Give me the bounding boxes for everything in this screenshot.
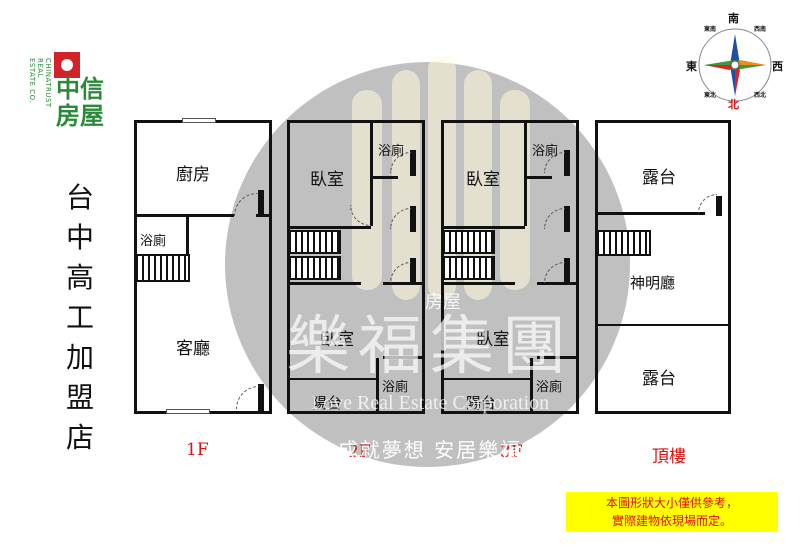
wall — [441, 378, 531, 380]
room-living: 客廳 — [176, 339, 210, 359]
wall — [524, 120, 527, 226]
compass-west: 西 — [772, 60, 783, 73]
wall — [595, 324, 731, 326]
room-bedroom: 臥室 — [310, 170, 344, 190]
wall — [537, 356, 579, 359]
disclaimer-notice: 本圖形狀大小僅供參考， 實際建物依現場而定。 — [566, 492, 778, 532]
brand-logo-icon — [54, 52, 80, 78]
window — [182, 118, 216, 123]
wall — [564, 206, 570, 232]
wall — [524, 176, 552, 179]
disclaimer-line-2: 實際建物依現場而定。 — [611, 514, 732, 528]
stairs — [443, 230, 495, 254]
stairs — [289, 256, 341, 280]
wall — [564, 258, 570, 284]
wall — [370, 176, 398, 179]
floor-label-2f: 2F — [348, 442, 371, 462]
window — [166, 409, 210, 414]
wall — [410, 206, 416, 232]
wall — [595, 212, 705, 215]
room-terrace: 露台 — [642, 168, 676, 188]
stairs — [136, 254, 190, 282]
floor-label-3f: 3F — [500, 442, 523, 462]
compass-northwest: 西北 — [754, 92, 767, 99]
room-shrine: 神明廳 — [630, 274, 676, 292]
wall — [383, 356, 425, 359]
room-balcony: 陽台 — [466, 394, 497, 412]
floor-plan-3f — [441, 120, 579, 414]
room-balcony: 陽台 — [312, 394, 343, 412]
compass: 南 北 東 西 東南 西南 東北 西北 — [686, 10, 783, 111]
floor-label-1f: 1F — [186, 440, 209, 460]
brand-english: CHINATRUST REAL ESTATE CO. — [28, 58, 52, 108]
room-bath: 浴廁 — [140, 234, 167, 249]
wall — [716, 196, 722, 216]
compass-southeast: 東南 — [704, 26, 717, 33]
stairs — [443, 256, 495, 280]
compass-northeast: 東北 — [704, 92, 717, 99]
room-bedroom: 臥室 — [320, 330, 354, 350]
wall — [258, 384, 264, 412]
room-bedroom: 臥室 — [466, 170, 500, 190]
wall — [530, 358, 533, 414]
floor-plan-roof — [595, 120, 731, 414]
compass-north: 北 — [728, 98, 739, 111]
wall — [256, 214, 272, 217]
wall — [134, 214, 234, 217]
watermark-pillar — [352, 90, 382, 290]
wall — [258, 190, 264, 214]
floor-plan-2f — [287, 120, 425, 414]
wall — [383, 282, 425, 285]
wall — [370, 120, 373, 226]
room-kitchen: 廚房 — [176, 165, 210, 185]
wall — [564, 150, 570, 176]
wall — [287, 226, 371, 229]
compass-south: 南 — [728, 12, 739, 25]
wall — [537, 282, 579, 285]
brand-name: 中信房屋 — [56, 75, 104, 130]
room-terrace: 露台 — [642, 369, 676, 389]
room-bath: 浴廁 — [378, 144, 405, 159]
wall — [376, 358, 379, 414]
wall — [441, 282, 515, 285]
room-bath: 浴廁 — [382, 380, 409, 395]
compass-rose-icon — [698, 28, 772, 102]
watermark-name-cn: 樂福集團 — [286, 310, 574, 384]
room-bath: 浴廁 — [532, 144, 559, 159]
watermark-name-en: Love Real Estate Corporation — [310, 392, 550, 414]
wall — [186, 214, 189, 254]
compass-southwest: 西南 — [754, 26, 767, 33]
store-name: 台中高工加盟店 — [65, 181, 94, 454]
room-bedroom: 臥室 — [476, 330, 510, 350]
wall — [410, 258, 416, 284]
wall — [410, 150, 416, 176]
disclaimer-line-1: 本圖形狀大小僅供參考， — [605, 496, 738, 510]
watermark-slogan: 成就夢想 安居樂福 — [337, 438, 523, 462]
wall — [441, 226, 525, 229]
compass-east: 東 — [686, 60, 697, 73]
stairs — [289, 230, 341, 254]
floor-label-roof: 頂樓 — [652, 447, 686, 467]
stairs — [597, 230, 651, 256]
wall — [287, 282, 361, 285]
room-bath: 浴廁 — [536, 380, 563, 395]
wall — [287, 378, 377, 380]
